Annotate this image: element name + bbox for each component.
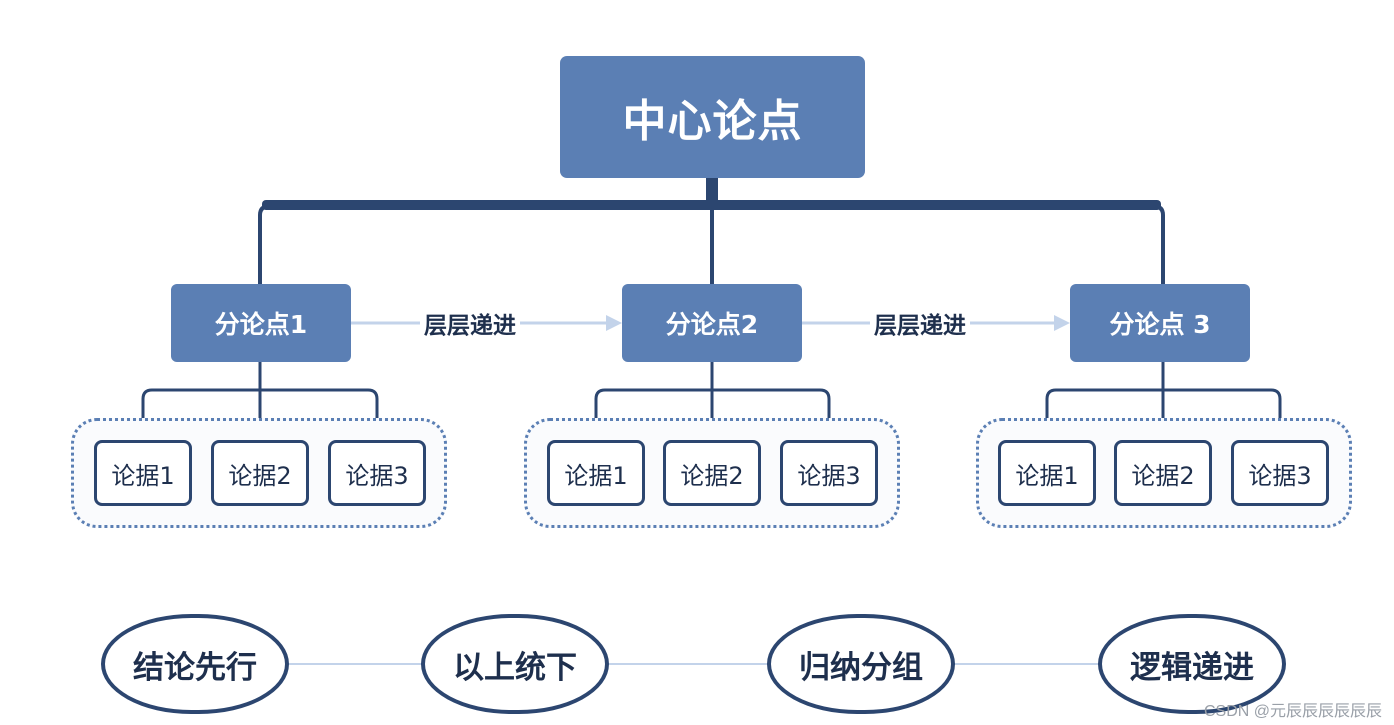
evidence-box: 论据1	[94, 440, 192, 506]
relation-label-2: 层层递进	[870, 309, 970, 339]
sub-point-3-node: 分论点 3	[1070, 284, 1250, 362]
central-thesis-label: 中心论点	[622, 96, 803, 147]
evidence-box: 论据2	[663, 440, 761, 506]
evidence-box: 论据1	[998, 440, 1096, 506]
relation-label-1: 层层递进	[420, 309, 520, 339]
sub-point-3-label: 分论点 3	[1109, 310, 1211, 339]
principle-1: 结论先行	[101, 614, 289, 714]
sub-point-1-node: 分论点1	[171, 284, 351, 362]
main-bracket-bar	[262, 200, 1161, 210]
evidence-box: 论据3	[328, 440, 426, 506]
sub-point-2-node: 分论点2	[622, 284, 802, 362]
evidence-box: 论据2	[211, 440, 309, 506]
evidence-box: 论据2	[1114, 440, 1212, 506]
principle-2: 以上统下	[421, 614, 609, 714]
evidence-box: 论据3	[1231, 440, 1329, 506]
watermark: CSDN @元辰辰辰辰辰辰	[1203, 703, 1382, 720]
principle-3: 归纳分组	[767, 614, 955, 714]
sub-point-1-label: 分论点1	[214, 310, 308, 339]
principle-4: 逻辑递进	[1098, 614, 1286, 714]
evidence-box: 论据1	[547, 440, 645, 506]
evidence-box: 论据3	[780, 440, 878, 506]
sub-point-2-label: 分论点2	[665, 310, 759, 339]
central-thesis-node: 中心论点	[560, 56, 865, 178]
